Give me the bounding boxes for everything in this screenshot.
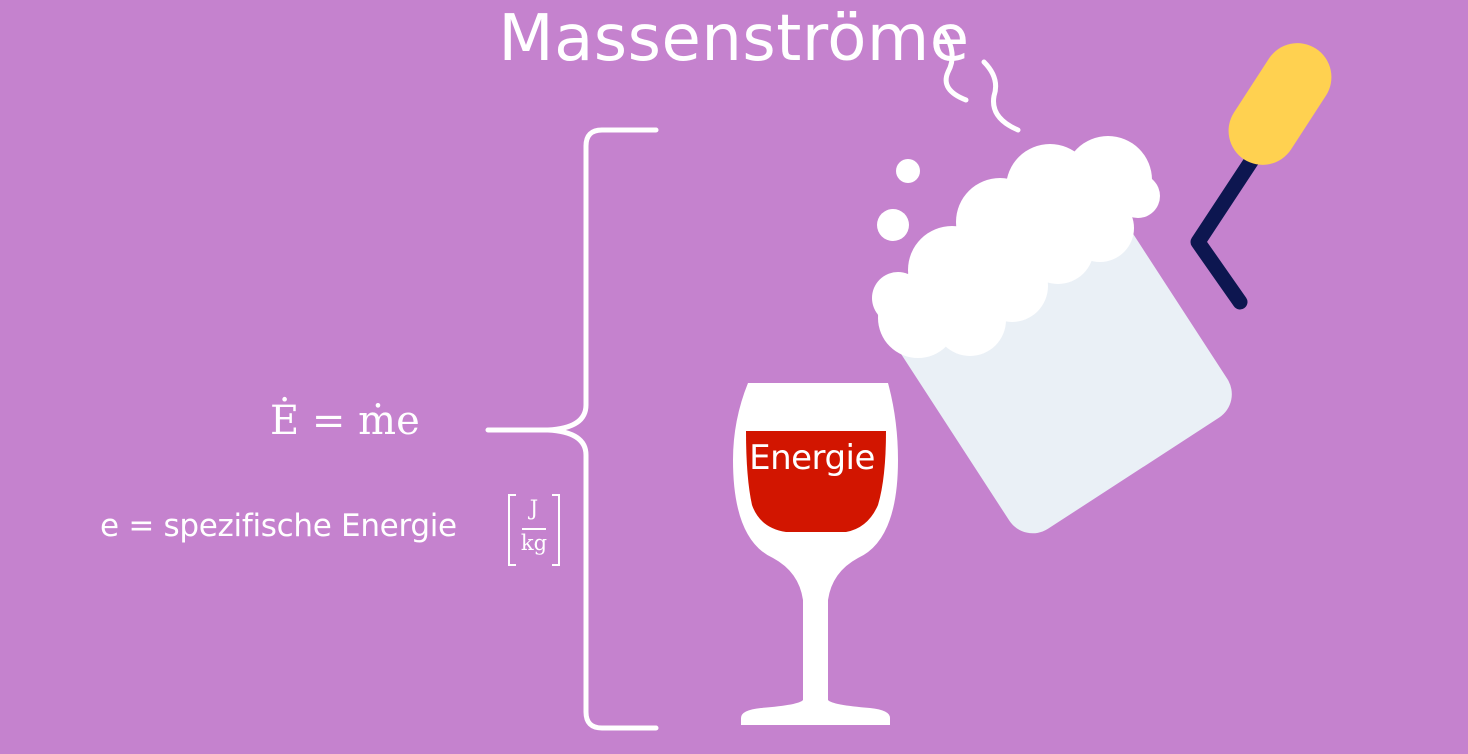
unit-fraction: J kg: [506, 492, 562, 570]
steam-icon: [941, 29, 1021, 133]
glass-label: Energie: [749, 438, 875, 478]
fraction-bar: [522, 528, 546, 530]
right-bracket: [552, 494, 560, 566]
curly-brace-icon: [485, 127, 659, 731]
cooking-pot-icon: [872, 43, 1332, 534]
energy-flow-formula: Ė = ṁe: [270, 398, 420, 444]
unit-numerator: J: [529, 496, 539, 520]
page-title: Massenströme: [498, 2, 970, 76]
unit-denominator: kg: [520, 531, 548, 555]
left-bracket: [508, 494, 516, 566]
specific-energy-definition: e = spezifische Energie: [100, 508, 457, 544]
wine-glass-icon: [733, 383, 898, 725]
